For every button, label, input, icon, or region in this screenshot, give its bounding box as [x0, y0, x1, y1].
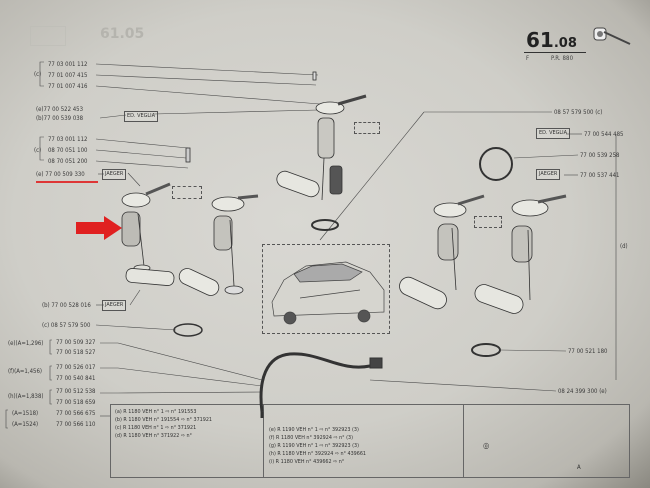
ref-prefix-c1: (c): [34, 71, 42, 78]
footer-row: (b) R 1180 VEH n° 191554 ⇨ n° 371921: [115, 417, 212, 423]
ref-line-3: 77 01 007 416: [48, 83, 87, 90]
ref-right-1: 77 00 544 485: [584, 131, 624, 138]
ref-code: 77 01 007 416: [48, 83, 88, 90]
ref-right-mark: (d): [620, 243, 628, 250]
dashed-box: [474, 216, 502, 228]
sender-unit-top: [276, 71, 367, 231]
lower-ref: 77 00 566 110: [56, 421, 96, 428]
page-number-sub: .08: [553, 36, 577, 51]
sender-unit-right: [471, 147, 567, 357]
ref-line-6: 77 03 001 112: [48, 136, 88, 143]
label-jaeger-3: JAEGER: [536, 169, 561, 180]
lower-ref: (A=1524): [12, 421, 39, 428]
wiring-harness: [259, 352, 383, 418]
ref-code: 77 03 001 112: [48, 61, 88, 68]
page-number-main: 61: [526, 28, 554, 52]
page-pr: P.R. 880: [551, 55, 574, 62]
ref-right-3: 77 00 537 441: [580, 172, 620, 179]
footer-letter-a: A: [577, 464, 581, 471]
fuel-sender-icon: [590, 22, 632, 48]
lower-ref: 77 00 518 659: [56, 399, 96, 406]
label-ed-veglia-1: ED. VEGLIA: [124, 111, 159, 122]
ref-right-2: 77 00 539 258: [580, 152, 620, 159]
table-divider: [463, 405, 464, 477]
ref-line-1: 77 03 001 112: [48, 61, 87, 68]
ref-right-low: 77 00 521 180: [568, 348, 608, 355]
lower-ref: (f)(A=1,456): [8, 368, 42, 375]
label-jaeger-1: JAEGER: [102, 169, 127, 180]
table-divider: [263, 405, 264, 477]
page-number-underline: [524, 52, 586, 53]
lower-ref: 77 00 526 017: [56, 364, 96, 371]
ref-prefix-c2: (c): [34, 147, 42, 154]
footer-symbol: ◎: [483, 441, 490, 450]
lower-ref: 77 00 566 675: [56, 410, 96, 417]
ghost-page-number: 61.05: [100, 26, 145, 42]
sender-unit-center-left: [178, 194, 259, 296]
footer-row: (i) R 1180 VEH n° 439662 ⇨ n°: [269, 459, 345, 465]
gaskets: [173, 323, 203, 337]
car-detail-box: [262, 244, 390, 334]
ghost-logo: [30, 26, 66, 46]
lower-ref: (A=1518): [12, 410, 39, 417]
footer-row: (g) R 1190 VEH n° 1 ⇨ n° 392923 (3): [269, 443, 359, 449]
ref-line-7: 08 70 051 100: [48, 147, 88, 154]
ref-line-2: 77 01 007 415: [48, 72, 87, 79]
leader-lines: [5, 61, 617, 429]
lower-ref: 77 00 518 527: [56, 349, 96, 356]
footer-row: (h) R 1180 VEH n° 392924 ⇨ n° 439661: [269, 451, 366, 457]
ref-right-top: 08 57 579 500 (c): [554, 109, 603, 116]
label-ed-veglia-2: ED. VEGLIA: [536, 128, 571, 139]
lower-ref: 77 00 540 841: [56, 375, 96, 382]
ref-line-9: (e) 77 00 509 330: [36, 171, 85, 178]
footer-row: (d) R 1180 VEH n° 371922 ⇨ n°: [115, 433, 192, 439]
ref-b-jaeger: (b) 77 00 528 016: [42, 302, 91, 309]
footer-row: (e) R 1190 VEH n° 1 ⇨ n° 392923 (3): [269, 427, 359, 433]
vehicle-number-table: (a) R 1180 VEH n° 1 ⇨ n° 191553 (b) R 11…: [110, 404, 630, 478]
page-number: 61.08: [526, 28, 577, 52]
lower-ref: 77 00 512 538: [56, 388, 96, 395]
ref-bottom-right: 08 24 399 300 (e): [558, 388, 607, 395]
label-jaeger-2: JAEGER: [102, 300, 127, 311]
lower-ref: (h)(A=1,838): [8, 393, 44, 400]
dashed-box: [172, 186, 202, 199]
footer-row: (c) R 1180 VEH n° 1 ⇨ n° 371921: [115, 425, 197, 431]
annotation-arrow: [76, 216, 122, 240]
footer-row: (a) R 1180 VEH n° 1 ⇨ n° 191553: [115, 409, 197, 415]
sender-unit-left: [121, 147, 191, 286]
ref-line-5: (b)77 00 539 038: [36, 115, 84, 122]
sender-unit-right-center: [399, 194, 485, 310]
ref-code: 77 01 007 415: [48, 72, 88, 79]
ref-line-4: (e)77 00 522 453: [36, 106, 84, 113]
footer-row: (f) R 1180 VEH n° 392924 ⇨ n° (3): [269, 435, 353, 441]
ref-line-8: 08 70 051 200: [48, 158, 88, 165]
lower-ref: 77 00 509 327: [56, 339, 96, 346]
ref-c-lower: (c) 08 57 579 500: [42, 322, 91, 329]
dashed-box: [354, 122, 380, 134]
car-illustration: [271, 261, 385, 325]
lower-ref: (e)(A=1,296): [8, 340, 44, 347]
page-f-letter: F: [526, 55, 530, 62]
